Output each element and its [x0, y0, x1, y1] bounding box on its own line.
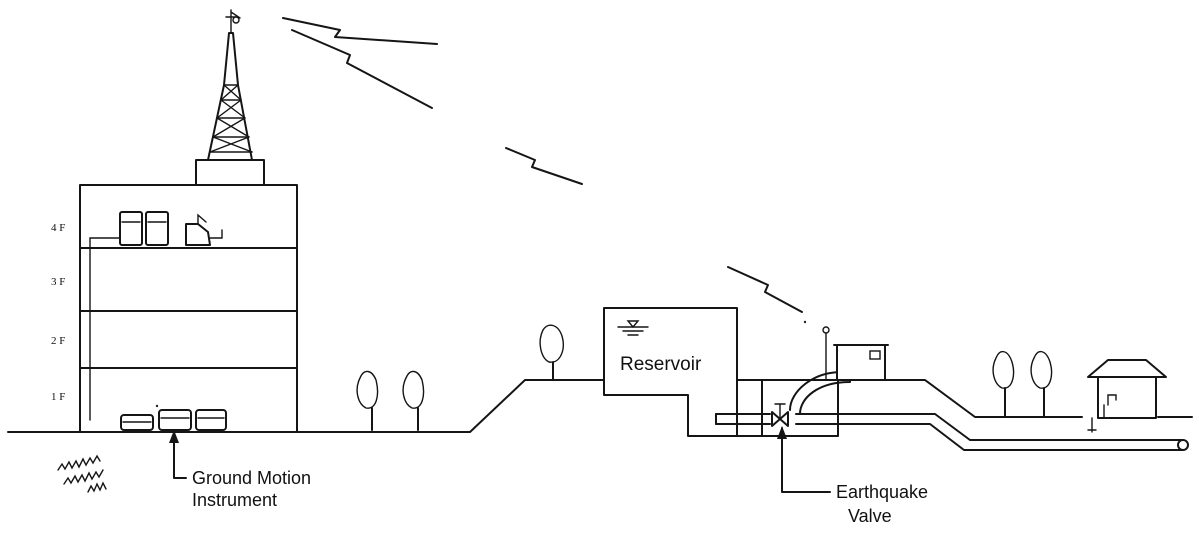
building	[79, 184, 298, 433]
earthquake-valve	[771, 403, 789, 427]
earthquake-valve-label-line2: Valve	[848, 506, 892, 526]
radio-tower	[195, 9, 265, 186]
floor-label-1f: 1 F	[51, 391, 65, 403]
ground-line-right	[837, 379, 1193, 418]
reservoir-label: Reservoir	[620, 354, 702, 375]
tree-icon	[402, 370, 425, 431]
radio-signal	[282, 17, 807, 324]
tree-icon	[539, 324, 564, 381]
tree-icon	[1030, 351, 1053, 417]
ground-motion-label-line1: Ground Motion	[192, 468, 311, 488]
floor-label-3f: 3 F	[51, 276, 65, 288]
ground-motion-label-line2: Instrument	[192, 490, 277, 510]
floor-label-4f: 4 F	[51, 222, 65, 234]
water-pipe	[715, 357, 1189, 451]
control-house	[822, 326, 889, 381]
ground-motion-instrument	[120, 404, 227, 431]
house	[1087, 359, 1167, 433]
earthquake-valve-label-line1: Earthquake	[836, 482, 928, 502]
tree-icon	[992, 351, 1015, 417]
valve-pit	[736, 379, 839, 437]
earthquake-valve-callout	[777, 426, 831, 493]
ground-motion-callout	[169, 430, 187, 479]
tree-icon	[356, 370, 379, 431]
seismic-wave-icon	[57, 454, 107, 493]
floor-label-2f: 2 F	[51, 335, 65, 347]
reservoir	[603, 307, 738, 437]
